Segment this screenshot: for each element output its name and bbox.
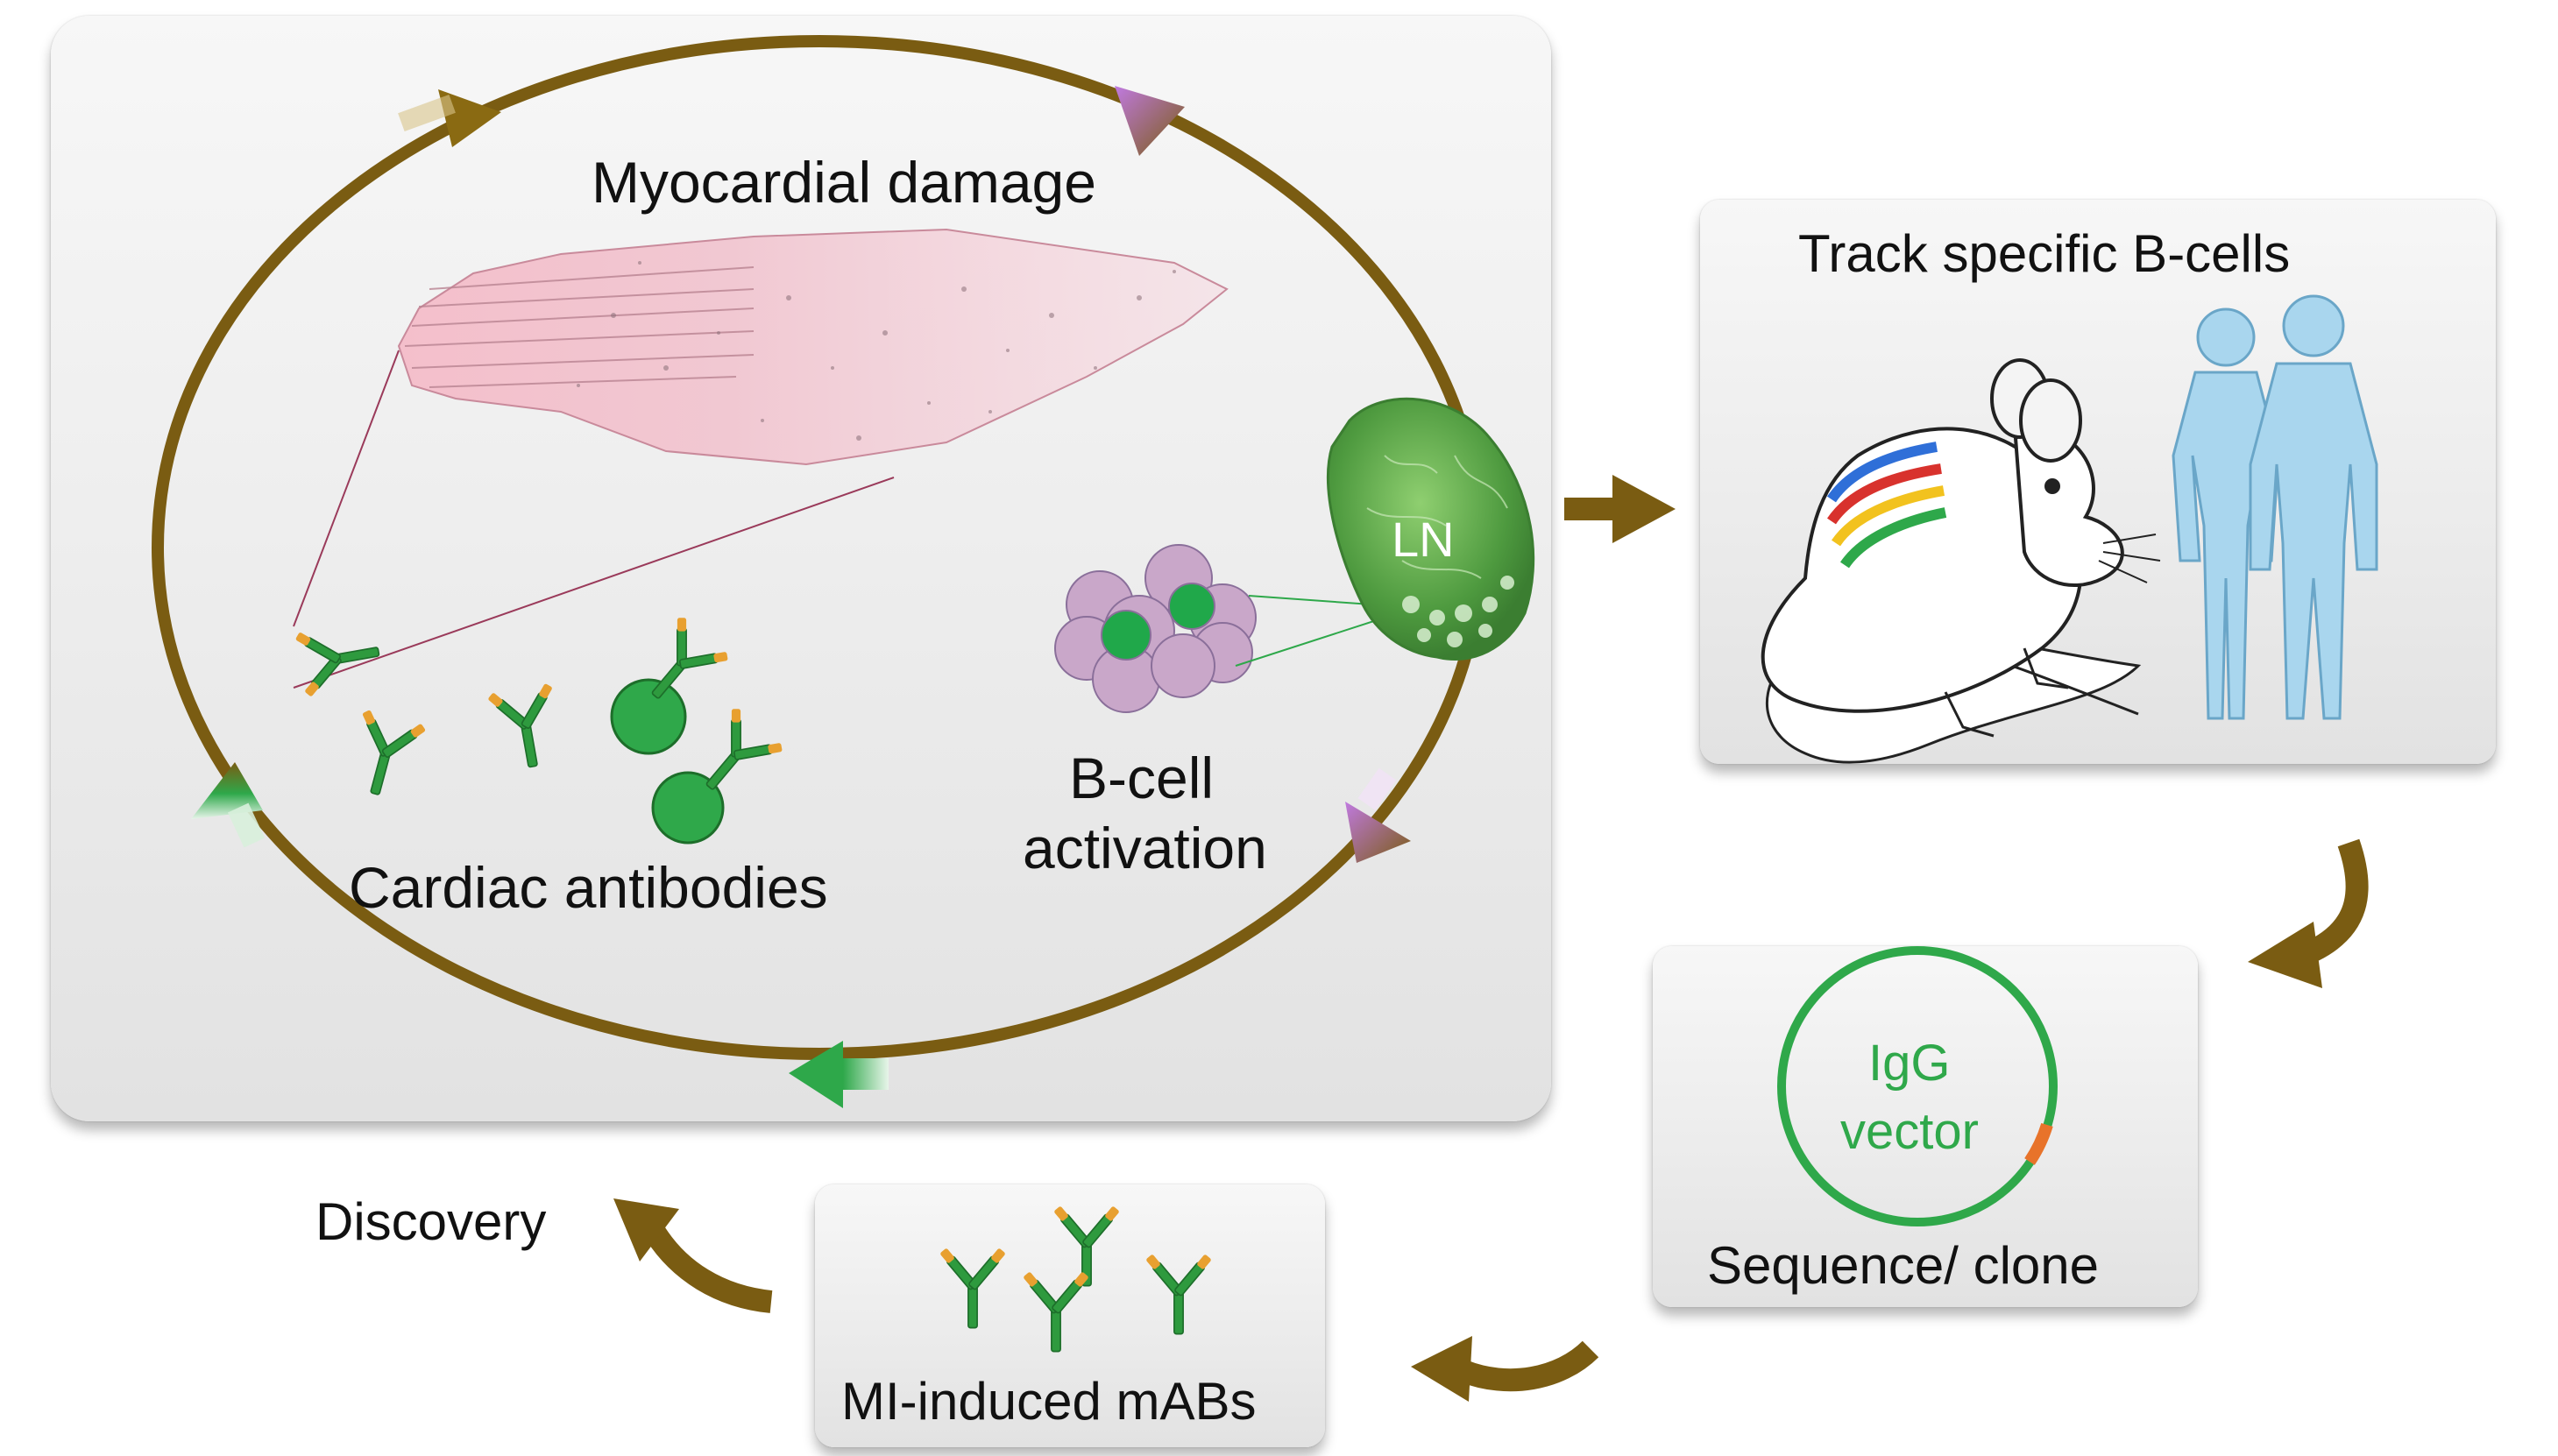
antibody-icon (342, 707, 429, 803)
human-silhouettes-illustration (2172, 294, 2378, 720)
plasmid-label-line1: IgG (1868, 1035, 1951, 1092)
zoom-line-top (293, 350, 400, 627)
cardiac-antibodies-illustration (293, 612, 787, 845)
plasmid-label-line2: vector (1840, 1103, 1979, 1160)
cycle-arrow-top-left-icon (398, 89, 501, 147)
myocardial-damage-title: Myocardial damage (592, 150, 1096, 215)
antigen-blob-icon (651, 771, 725, 845)
cycle-arrow-right-icon (1345, 767, 1411, 863)
antigen-blob-icon (610, 678, 687, 755)
b-cell-label-line2: activation (1023, 816, 1267, 880)
lymph-node-illustration (1326, 397, 1535, 661)
track-b-cells-title: Track specific B-cells (1798, 224, 2291, 283)
flow-arrow-to-discovery-icon (613, 1198, 773, 1313)
zoom-line-bottom (293, 477, 895, 689)
myofiber-illustration (397, 228, 1229, 466)
discovery-label: Discovery (315, 1192, 547, 1251)
b-cell-label-line1: B-cell (1069, 746, 1215, 810)
flow-arrow-to-track-icon (1564, 475, 1676, 543)
flow-arrow-to-sequence-icon (2248, 838, 2369, 988)
antibody-icon (485, 681, 567, 774)
cycle-arrow-bottom-icon (789, 1041, 889, 1108)
flow-arrow-to-mabs-icon (1411, 1336, 1599, 1402)
cardiac-antibodies-label: Cardiac antibodies (349, 855, 828, 920)
antibody-icon (1144, 1253, 1213, 1335)
antibody-icon (1022, 1270, 1090, 1353)
lymph-node-label: LN (1392, 512, 1455, 567)
cycle-arrow-left-icon (191, 762, 266, 848)
antibody-icon (1052, 1205, 1121, 1287)
plasmid-illustration (1777, 946, 2058, 1226)
antibody-icon (939, 1247, 1007, 1329)
b-cell-cluster-illustration (1054, 544, 1257, 713)
sequence-clone-caption: Sequence/ clone (1707, 1236, 2100, 1295)
mouse-illustration (1761, 358, 2161, 764)
antibody-icon (293, 618, 386, 699)
sequence-clone-panel (1653, 946, 2198, 1307)
ln-link-line-1 (1248, 595, 1372, 605)
ln-link-line-2 (1235, 617, 1385, 667)
cycle-arrow-top-right-icon (1115, 86, 1185, 156)
mabs-illustration (939, 1205, 1213, 1353)
mabs-caption: MI-induced mABs (841, 1372, 1257, 1431)
